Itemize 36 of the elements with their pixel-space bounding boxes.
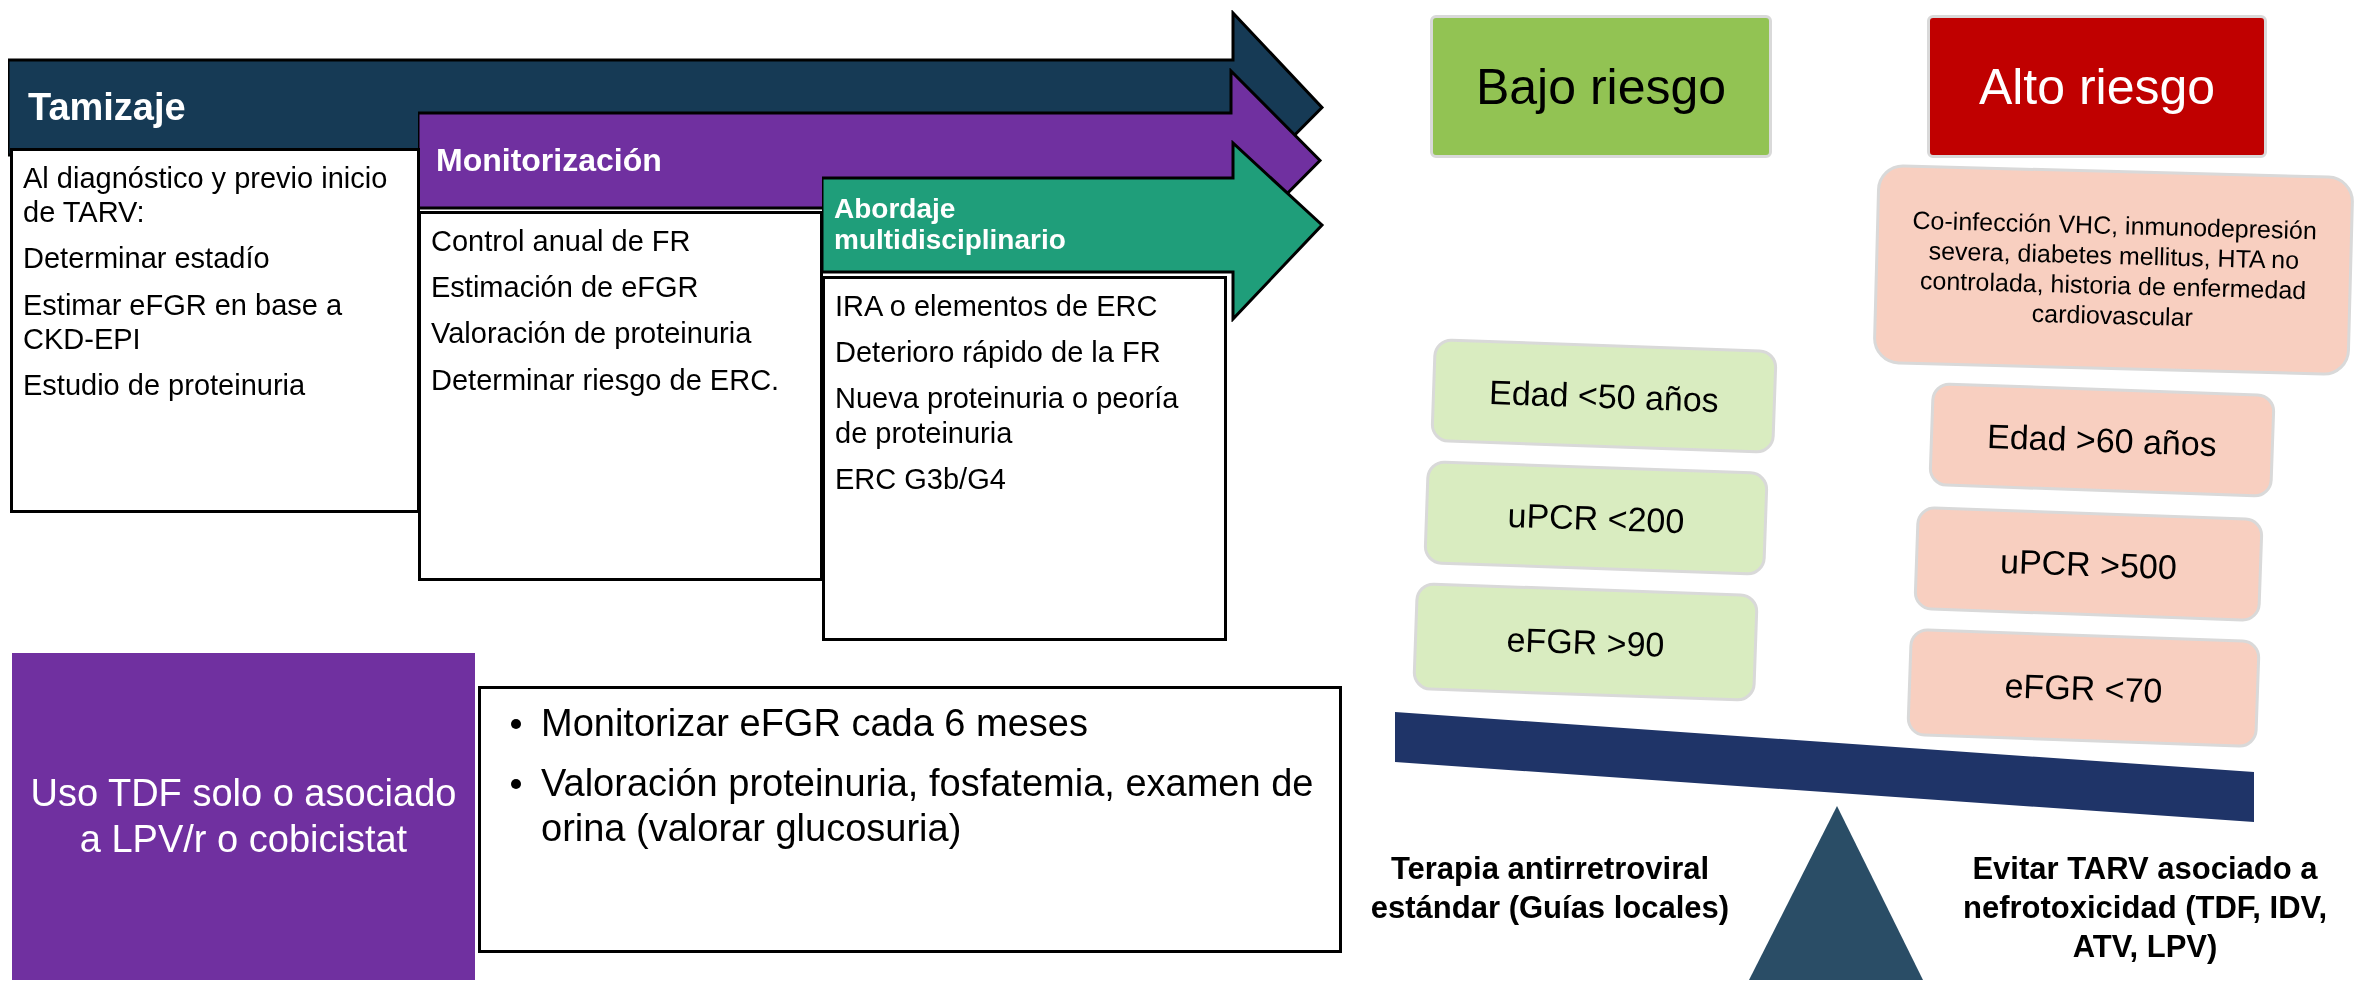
step-text: Estudio de proteinuria [23,368,307,403]
box-text: eFGR <70 [2003,664,2164,712]
step-text: Estimar eFGR en base a CKD-EPI [23,287,344,357]
bullet-text: Monitorizar eFGR cada 6 meses [541,702,1088,744]
text-box [10,148,420,513]
step-text: IRA o elementos de ERC [835,289,1159,324]
step-text: Determinar estadío [23,241,271,276]
step-text: ERC G3b/G4 [835,461,1007,497]
criteria-box [1927,15,2267,158]
box-text: Uso TDF solo o asociado a LPV/r o cobicistat [29,770,458,862]
step-text: Deterioro rápido de la FR [835,335,1162,370]
box-text: uPCR >500 [1999,540,2178,588]
step-text: Determinar riesgo de ERC. [431,362,781,397]
text-box [478,686,1342,953]
step-text: Nueva proteinuria o peoría de proteinuria [835,381,1180,450]
box-text: Bajo riesgo [1475,57,1727,117]
box-text: Co-infección VHC, inmunodepresión severa, diabetes mellitus, HTA no controlada, historia de enfermedad cardiovascular [1911,204,2319,334]
box-text: Edad <50 años [1488,371,1720,421]
text-box [418,211,823,581]
step-text: Control anual de FR [431,224,692,259]
step-text: Valoración de proteinuria [431,316,753,351]
box-text: Edad >60 años [1986,415,2218,465]
box-text: eFGR >90 [1505,618,1666,666]
outcome-label: Terapia antirretroviral estándar (Guías locales) [1369,850,1731,927]
stage-heading: Monitorización [436,143,663,179]
bullet-text: Valoración proteinuria, fosfatemia, examen de orina (valorar glucosuria) [541,761,1314,850]
stage-heading: Tamizaje [28,86,187,129]
stage-heading: Abordaje multidisciplinario [834,194,1067,256]
box-text: Alto riesgo [1978,57,2216,117]
text-box [822,276,1227,641]
criteria-box [12,653,475,980]
step-text: Al diagnóstico y previo inicio de TARV: [23,161,389,230]
box-text: uPCR <200 [1506,494,1685,542]
criteria-box [1430,15,1772,158]
outcome-label: Evitar TARV asociado a nefrotoxicidad (TDF, IDV, ATV, LPV) [1962,850,2328,966]
step-text: Estimación de eFGR [431,270,700,305]
